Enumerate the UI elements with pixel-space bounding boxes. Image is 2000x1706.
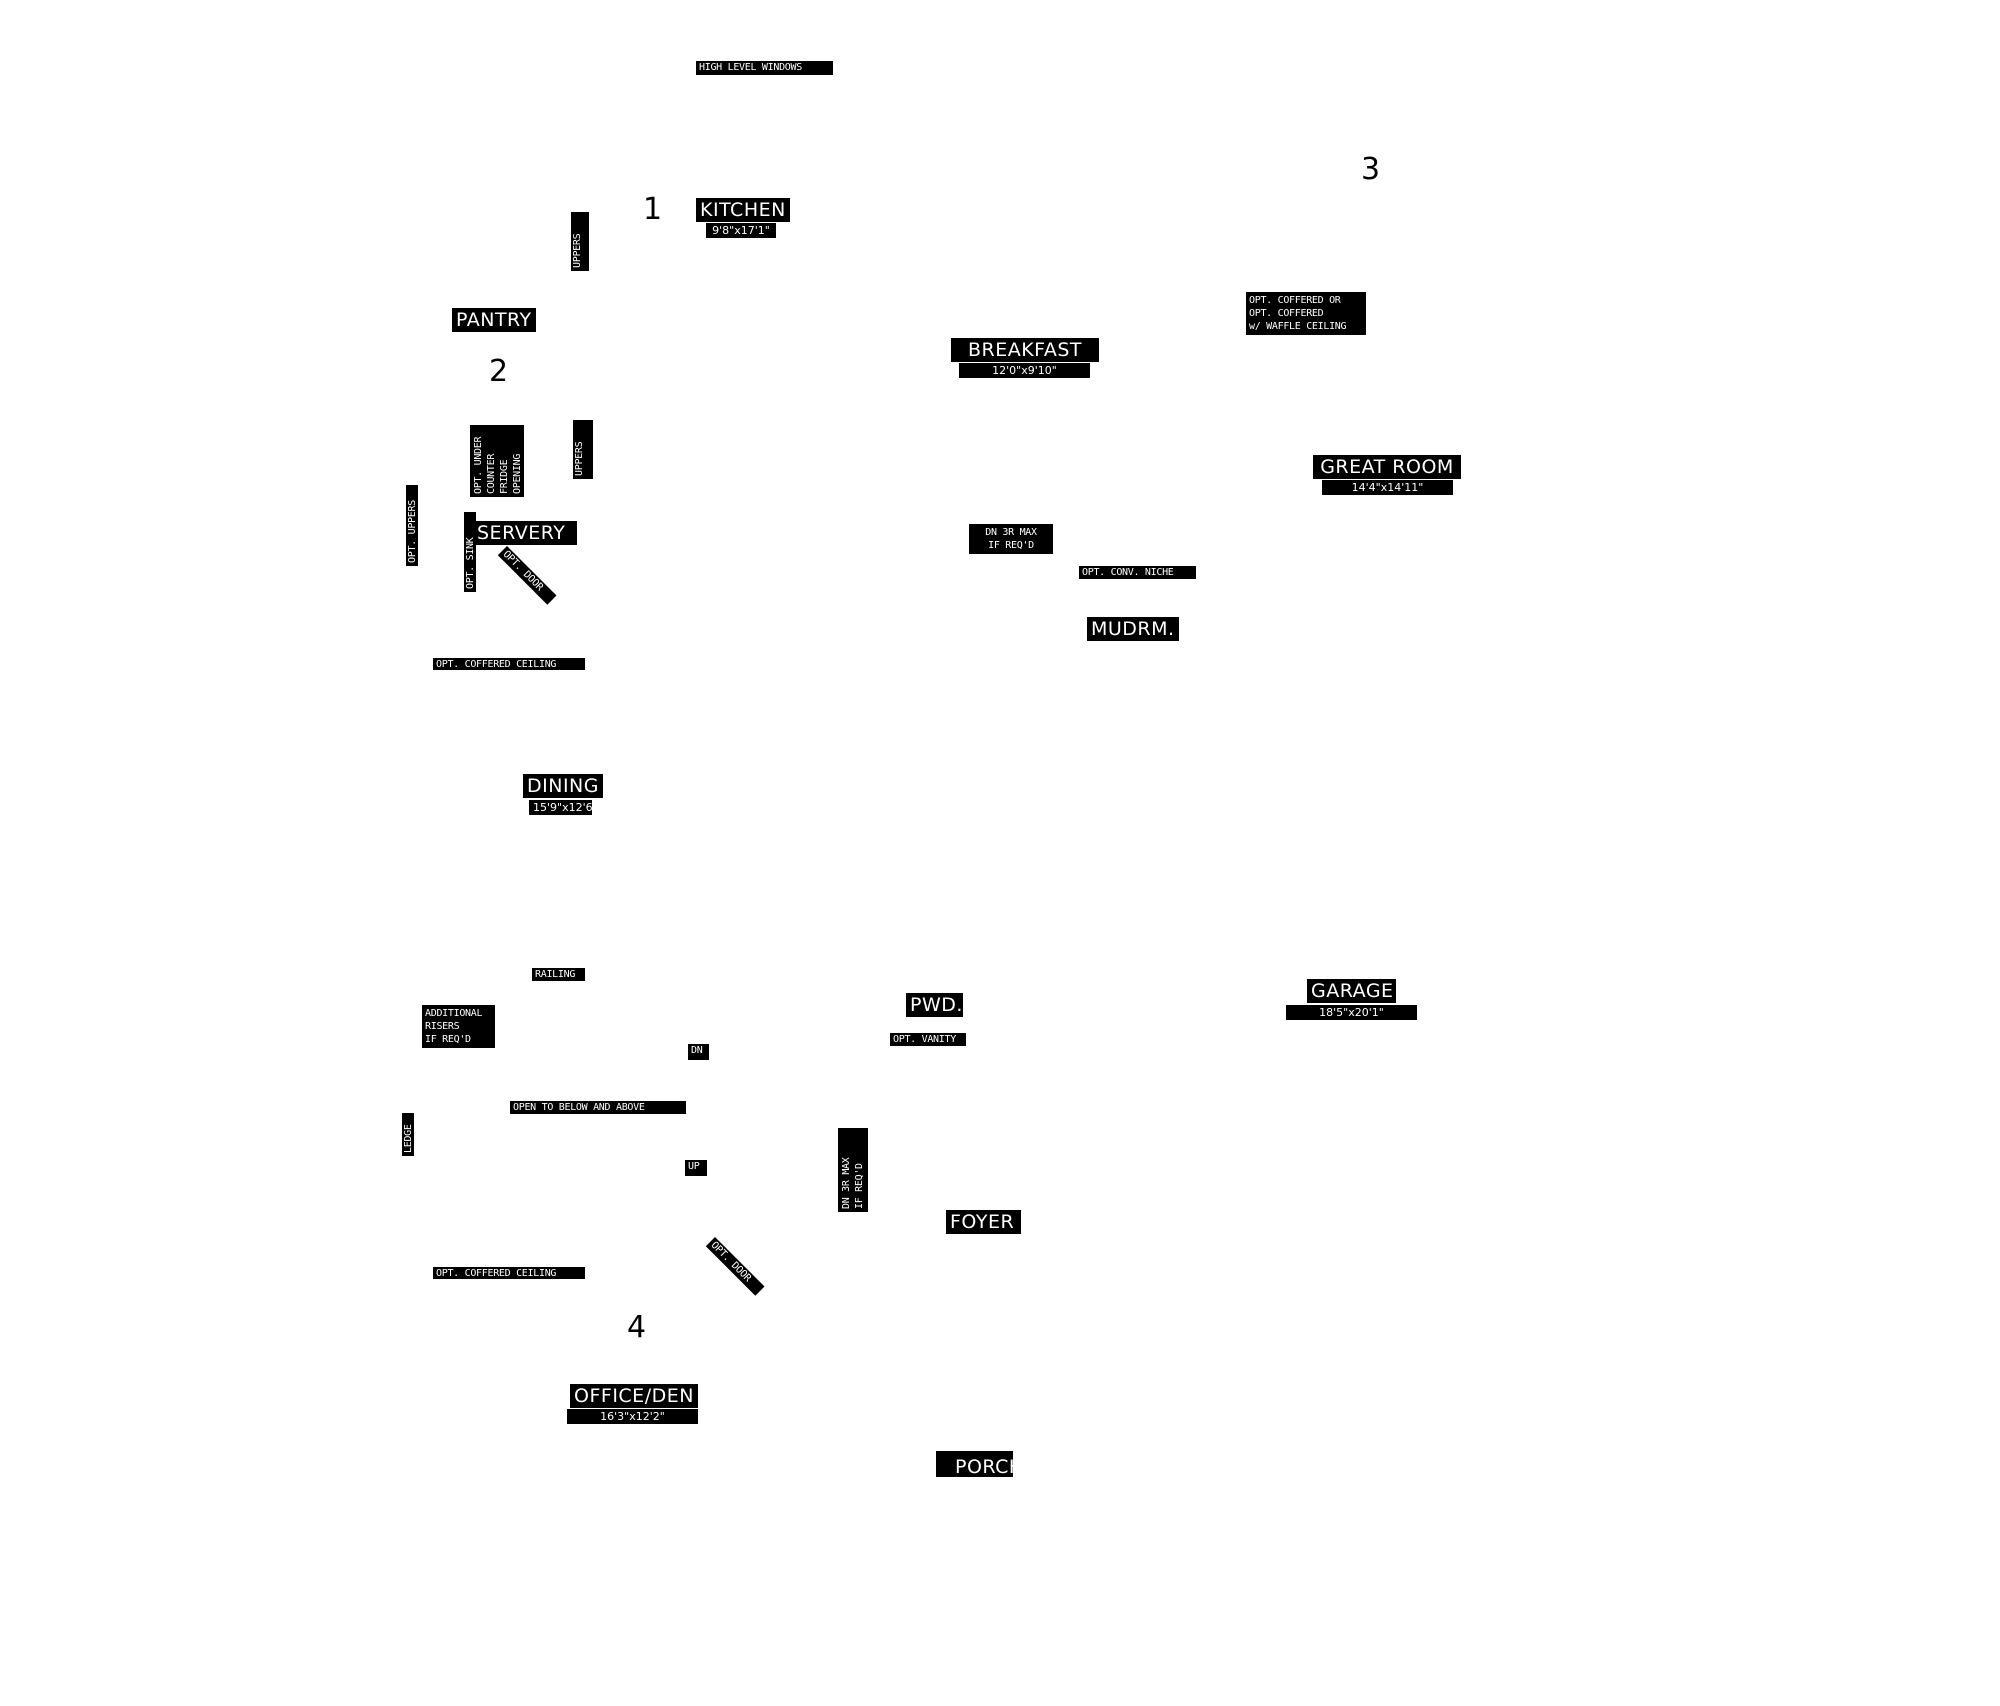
room-powder-label: PWD. (906, 993, 963, 1017)
note-opt-door-servery: OPT. DOOR (497, 546, 557, 605)
note-up: UP (685, 1160, 707, 1176)
room-office-size: 16'3"x12'2" (567, 1409, 698, 1424)
room-servery-label: SERVERY (473, 521, 577, 545)
room-pantry-label: PANTRY (452, 308, 536, 332)
room-dining-size: 15'9"x12'6" (529, 800, 598, 815)
callout-1: 1 (643, 192, 663, 227)
note-opt-under-counter: OPT. UNDER COUNTER FRIDGE OPENING (470, 425, 524, 497)
note-uppers-top: UPPERS (571, 212, 589, 271)
room-great-room-size: 14'4"x14'11" (1322, 480, 1453, 495)
room-great-room-label: GREAT ROOM (1313, 455, 1461, 479)
note-opt-uppers: OPT. UPPERS (406, 485, 418, 566)
room-foyer-label: FOYER (946, 1210, 1021, 1234)
note-opt-vanity: OPT. VANITY (890, 1033, 966, 1046)
note-additional-risers: ADDITIONAL RISERS IF REQ'D (422, 1005, 495, 1048)
note-dn: DN (688, 1044, 709, 1060)
note-opt-coffered-ceiling-dining: OPT. COFFERED CEILING (433, 658, 585, 670)
callout-3: 3 (1361, 152, 1381, 187)
note-railing: RAILING (532, 968, 585, 981)
room-garage-size: 18'5"x20'1" (1286, 1005, 1417, 1020)
callout-4: 4 (627, 1310, 647, 1345)
note-opt-coffered-ceiling-office: OPT. COFFERED CEILING (433, 1267, 585, 1279)
note-opt-coffered-waffle: OPT. COFFERED OR OPT. COFFERED w/ WAFFLE… (1246, 292, 1366, 335)
note-dn-3r-max-foyer: DN 3R MAX IF REQ'D (838, 1128, 868, 1212)
note-uppers-mid: UPPERS (573, 420, 593, 479)
room-kitchen-label: KITCHEN (696, 198, 790, 222)
room-garage-label: GARAGE (1307, 979, 1396, 1003)
room-dining-label: DINING (523, 774, 603, 798)
note-opt-door-office: OPT. DOOR (705, 1237, 765, 1296)
room-breakfast-size: 12'0"x9'10" (959, 363, 1090, 378)
note-high-level-windows: HIGH LEVEL WINDOWS (696, 61, 833, 75)
room-kitchen-size: 9'8"x17'1" (706, 223, 776, 238)
note-dn-3r-max: DN 3R MAX IF REQ'D (969, 524, 1053, 554)
note-opt-conv-niche: OPT. CONV. NICHE (1079, 566, 1196, 579)
room-porch-label: PORCH (936, 1451, 1013, 1477)
note-open-to-below: OPEN TO BELOW AND ABOVE (510, 1101, 686, 1114)
room-mudroom-label: MUDRM. (1087, 617, 1179, 641)
note-ledge: LEDGE (402, 1113, 414, 1156)
room-breakfast-label: BREAKFAST (951, 338, 1099, 362)
room-office-label: OFFICE/DEN (570, 1384, 698, 1408)
callout-2: 2 (489, 354, 509, 389)
